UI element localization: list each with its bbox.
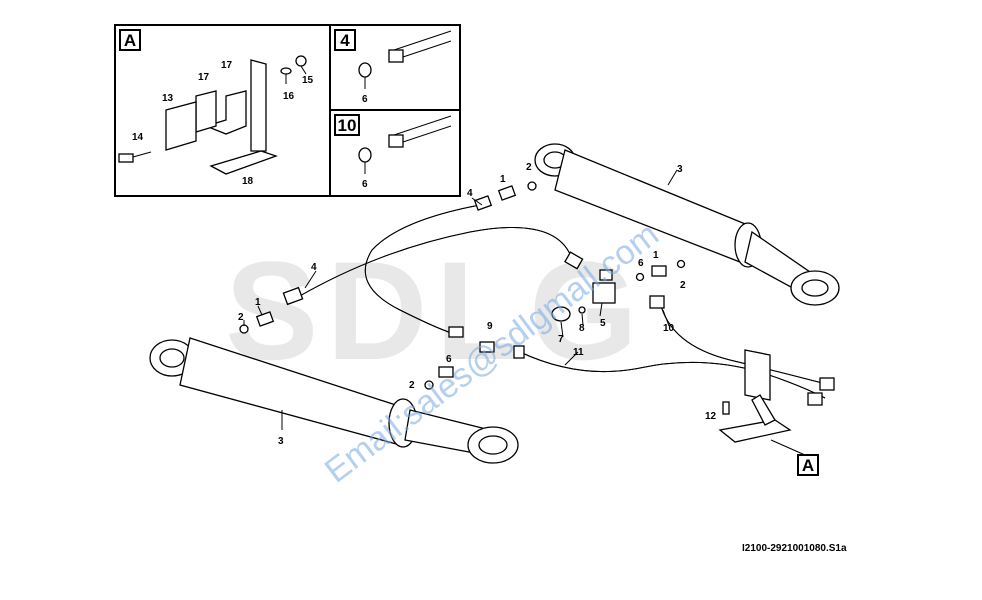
part-number: 13 bbox=[162, 93, 174, 104]
inset-A: A 13 14 15 16 17 17 18 bbox=[114, 24, 331, 197]
cylinder-left bbox=[149, 337, 519, 464]
part-number: 2 bbox=[238, 312, 244, 323]
part-number: 18 bbox=[242, 176, 254, 187]
cylinder-right bbox=[534, 143, 840, 306]
part-number: 8 bbox=[579, 323, 585, 334]
hoses bbox=[297, 204, 831, 399]
view-callout: A bbox=[797, 454, 819, 476]
part-number: 6 bbox=[446, 354, 452, 365]
part-number: 14 bbox=[132, 132, 144, 143]
part-number: 5 bbox=[600, 318, 606, 329]
fittings bbox=[239, 181, 835, 406]
part-number: 1 bbox=[255, 297, 261, 308]
part-number: 7 bbox=[558, 334, 564, 345]
part-number: 6 bbox=[362, 179, 368, 190]
part-number: 3 bbox=[677, 164, 683, 175]
part-number: 15 bbox=[302, 75, 314, 86]
part-number: 1 bbox=[500, 174, 506, 185]
part-number: 11 bbox=[573, 347, 584, 358]
part-number: 2 bbox=[526, 162, 532, 173]
part-number: 16 bbox=[283, 91, 295, 102]
hose-end-view: 6 bbox=[358, 115, 452, 190]
part-number: 12 bbox=[705, 411, 717, 422]
part-number: 4 bbox=[311, 262, 317, 273]
part-number: 6 bbox=[638, 258, 644, 269]
bracket-assembly bbox=[718, 349, 792, 443]
part-number: 2 bbox=[409, 380, 415, 391]
inset-label: 4 bbox=[334, 29, 356, 51]
part-number: 3 bbox=[278, 436, 284, 447]
part-number: 4 bbox=[467, 188, 473, 199]
part-numbers: 4 1 2 3 4 1 2 3 6 1 2 5 7 8 9 6 2 10 11 … bbox=[238, 162, 717, 447]
part-number: 9 bbox=[487, 321, 493, 332]
part-number: 17 bbox=[221, 60, 233, 71]
part-number: 2 bbox=[680, 280, 686, 291]
part-number: 6 bbox=[362, 94, 368, 105]
inset-label: 10 bbox=[334, 114, 360, 136]
reference-code: I2100-2921001080.S1a bbox=[742, 543, 847, 554]
part-number: 10 bbox=[663, 323, 675, 334]
inset-label: A bbox=[119, 29, 141, 51]
part-number: 17 bbox=[198, 72, 210, 83]
inset-4: 4 6 bbox=[329, 24, 461, 111]
bracket-exploded-view: 13 14 15 16 17 17 18 bbox=[118, 55, 314, 187]
part-number: 1 bbox=[653, 250, 659, 261]
leader-lines bbox=[243, 169, 806, 456]
hose-end-view: 6 bbox=[358, 30, 452, 105]
inset-10: 10 6 bbox=[329, 109, 461, 197]
